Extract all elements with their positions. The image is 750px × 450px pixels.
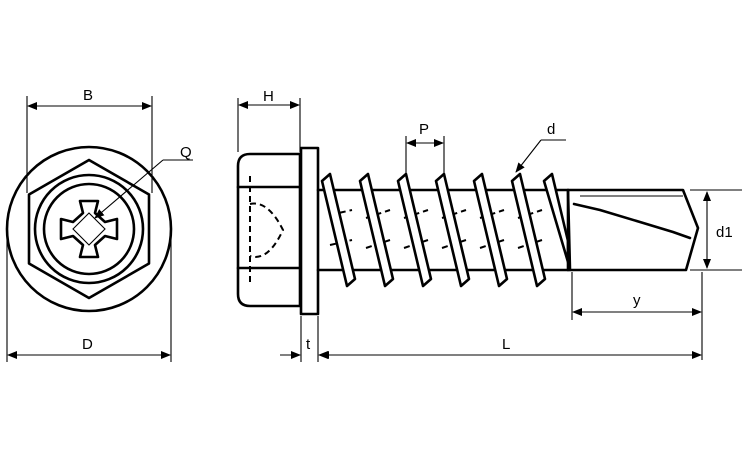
label-q: Q [180,144,192,161]
hex-outline [27,158,151,300]
label-h: H [263,88,274,105]
label-d: D [82,336,93,353]
label-b: B [83,87,93,104]
head-inner-circle [42,182,136,276]
thread-crests [320,172,570,288]
phillips-center [72,212,106,246]
label-l: L [502,336,510,353]
label-d-thread: d [547,121,555,138]
head-bearing-circle [33,173,145,285]
hex-head-side [236,152,302,308]
label-y: y [633,292,641,309]
recess-hidden-line [249,176,285,282]
label-d1: d1 [716,224,733,241]
threaded-shank [316,172,570,288]
d-leader [515,139,542,173]
washer-outline [5,145,173,313]
washer-flange [299,146,320,316]
head-front-view: Q B D [5,87,193,362]
label-p: P [419,121,429,138]
phillips-recess [59,199,119,259]
drill-point [566,188,700,272]
label-t: t [306,336,311,353]
screw-side-view: H P d d1 y t L [236,88,742,362]
